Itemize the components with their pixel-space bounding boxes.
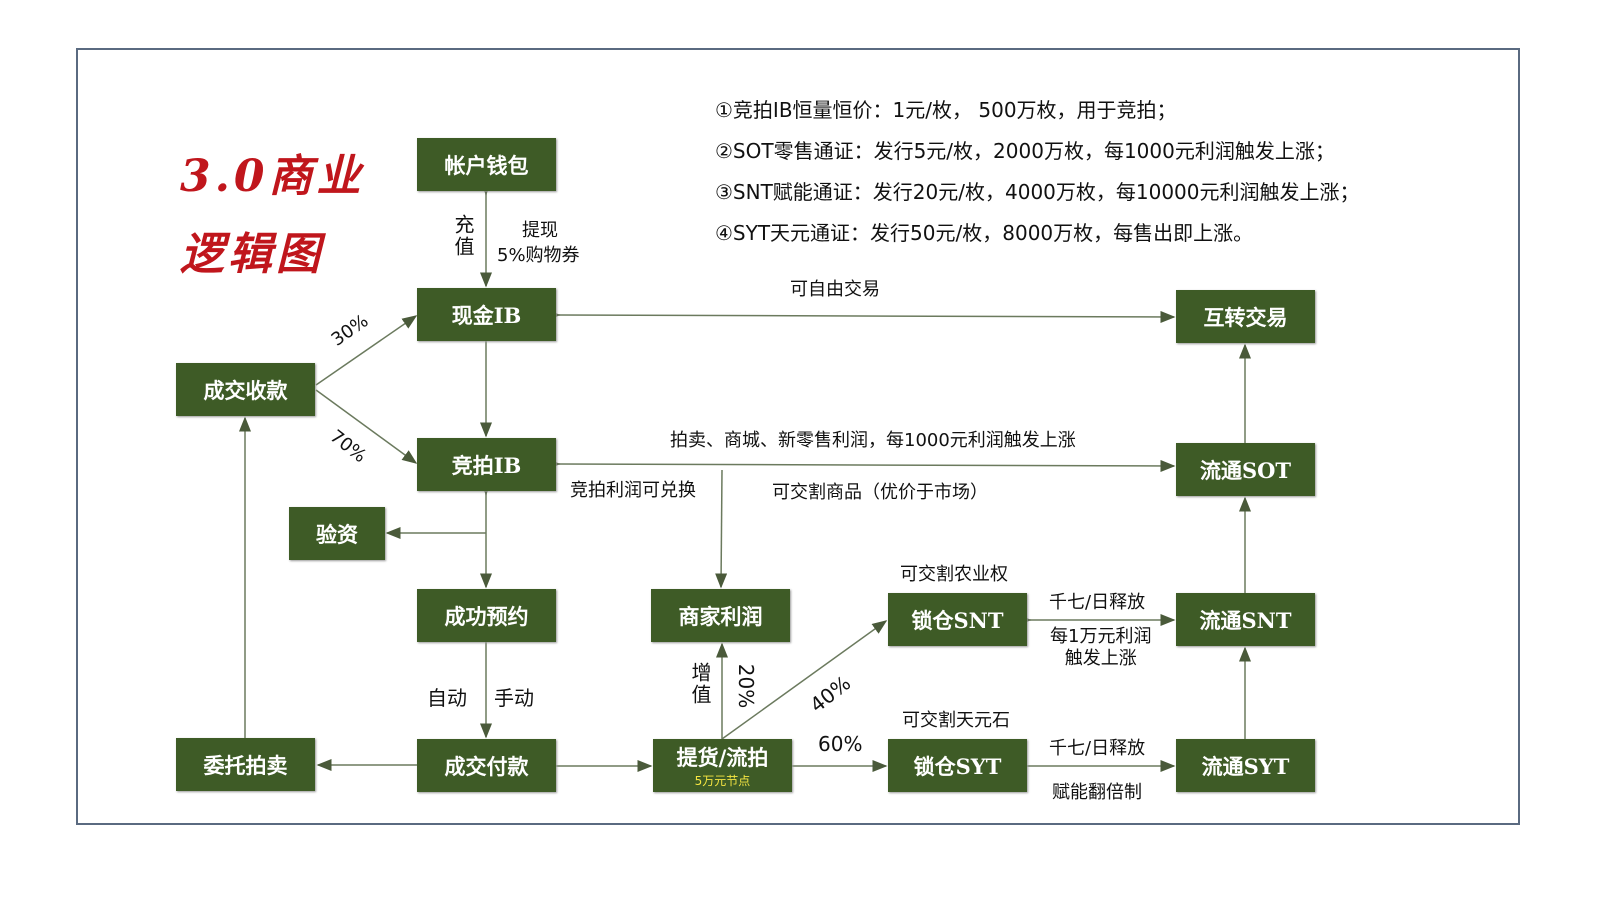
node-syt: 流通SYT (1176, 739, 1315, 792)
label-20pct: 20% (734, 663, 759, 709)
node-wallet: 帐户钱包 (417, 138, 556, 191)
node-sot: 流通SOT (1176, 443, 1315, 496)
label-manual: 手动 (494, 686, 534, 710)
node-pickup-sub: 5万元节点 (694, 774, 751, 788)
node-snt: 流通SNT (1176, 593, 1315, 646)
node-merchant: 商家利润 (651, 589, 790, 642)
note-4: ④SYT天元通证：发行50元/枚，8000万枚，每售出即上涨。 (715, 221, 1254, 245)
label-60pct: 60% (818, 732, 863, 756)
arrow-to-merchant (715, 469, 728, 589)
label-add-value: 增值 (688, 662, 712, 706)
label-farm: 可交割农业权 (900, 564, 1008, 585)
label-withdraw: 提现 (522, 220, 558, 241)
node-payment: 成交付款 (417, 739, 556, 792)
label-goods: 可交割商品（优价于市场） (772, 482, 988, 503)
arrow-receipt-cash (315, 315, 418, 386)
note-3: ③SNT赋能通证：发行20元/枚，4000万枚，每10000元利润触发上涨； (715, 180, 1360, 204)
node-verify: 验资 (289, 507, 385, 560)
label-release-snt: 千七/日释放 (1049, 592, 1146, 613)
node-lock-syt: 锁仓SYT (888, 739, 1027, 792)
note-2: ②SOT零售通证：发行5元/枚，2000万枚，每1000元利润触发上涨； (715, 139, 1335, 163)
node-cash-ib: 现金IB (417, 288, 556, 341)
diagram-title-line1: 3.0商业 (180, 151, 365, 202)
label-profit-rise: 拍卖、商城、新零售利润，每1000元利润触发上涨 (670, 430, 1076, 451)
label-recharge: 充值 (451, 214, 475, 258)
node-lock-snt: 锁仓SNT (888, 593, 1027, 646)
diagram-frame (76, 48, 1520, 825)
label-double: 赋能翻倍制 (1052, 782, 1142, 803)
arrow-cash-exchange (545, 308, 1176, 323)
label-free-trade: 可自由交易 (790, 279, 880, 300)
node-pickup-label: 提货/流拍 (676, 745, 769, 770)
notes-list: ①竞拍IB恒量恒价：1元/枚， 500万枚，用于竞拍； ②SOT零售通证：发行5… (715, 90, 1360, 254)
note-1: ①竞拍IB恒量恒价：1元/枚， 500万枚，用于竞拍； (715, 98, 1177, 122)
node-exchange: 互转交易 (1176, 290, 1315, 343)
diagram-title-line2: 逻辑图 (180, 229, 324, 280)
node-receipt: 成交收款 (176, 363, 315, 416)
arrow-auction-sot (545, 457, 1176, 472)
arrow-receipt-auction (315, 389, 418, 464)
label-redeem: 竞拍利润可兑换 (570, 480, 696, 501)
node-auction-ib: 竞拍IB (417, 438, 556, 491)
label-release-syt: 千七/日释放 (1049, 738, 1146, 759)
label-coupon: 5%购物券 (497, 245, 580, 266)
node-reserve: 成功预约 (417, 589, 556, 642)
label-stone: 可交割天元石 (902, 710, 1010, 731)
node-pickup: 提货/流拍 5万元节点 (653, 739, 792, 792)
arrow-pickup-locksnt (721, 620, 888, 740)
label-auto: 自动 (427, 686, 467, 710)
label-snt-rise: 每1万元利润 触发上涨 (1050, 626, 1152, 669)
node-consign: 委托拍卖 (176, 738, 315, 791)
